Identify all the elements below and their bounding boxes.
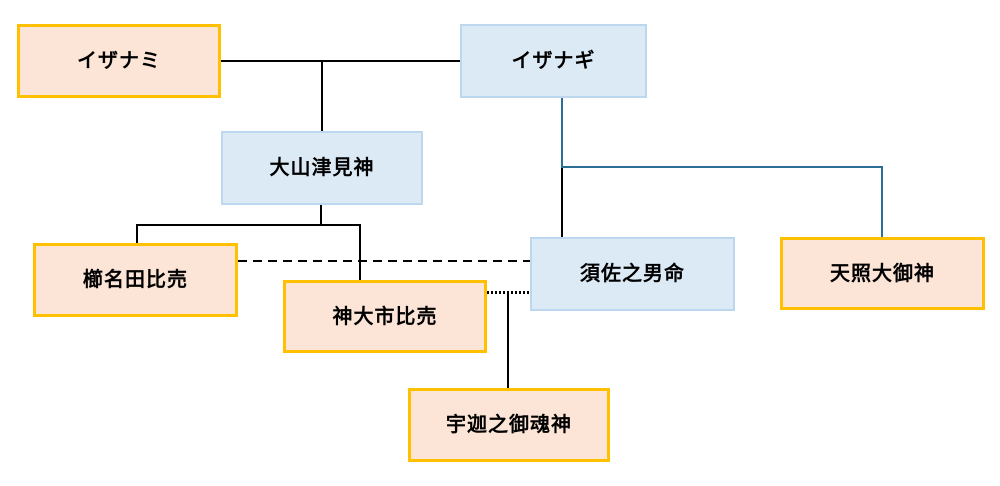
node-oyamatsumi: 大山津見神	[221, 131, 423, 205]
edge-to-ukanomitama	[507, 292, 509, 388]
edge-oyamatsumi-branch	[136, 224, 361, 226]
edge-izanagi-branch	[561, 166, 883, 168]
edge-branch-to-amaterasu	[881, 166, 883, 238]
node-kamuoichihime-label: 神大市比売	[332, 305, 438, 328]
node-izanami-label: イザナミ	[77, 50, 161, 72]
node-kushinadahime: 櫛名田比売	[33, 243, 238, 317]
node-amaterasu: 天照大御神	[780, 237, 985, 310]
edge-branch-to-kushinadahime	[136, 224, 138, 244]
edge-oyamatsumi-drop	[320, 205, 322, 226]
edge-branch-to-susanoo	[561, 168, 563, 238]
edge-izanagi-drop	[561, 98, 563, 168]
node-kamuoichihime: 神大市比売	[283, 280, 487, 353]
edge-branch-to-kamuoichihime	[359, 224, 361, 281]
node-kushinadahime-label: 櫛名田比売	[83, 269, 188, 291]
edge-couple-to-oyamatsumi	[321, 61, 323, 132]
node-susanoo-label: 須佐之男命	[580, 263, 685, 285]
node-izanami: イザナミ	[17, 24, 221, 98]
node-oyamatsumi-label: 大山津見神	[269, 157, 375, 179]
node-ukanomitama: 宇迦之御魂神	[408, 388, 610, 462]
edge-izanami-izanagi	[221, 60, 462, 62]
edge-kushinadahime-susanoo-dashed	[238, 260, 530, 262]
node-susanoo: 須佐之男命	[530, 237, 735, 311]
node-ukanomitama-label: 宇迦之御魂神	[446, 414, 572, 436]
node-izanagi: イザナギ	[460, 24, 647, 98]
node-izanagi-label: イザナギ	[511, 50, 596, 72]
node-amaterasu-label: 天照大御神	[830, 262, 935, 285]
